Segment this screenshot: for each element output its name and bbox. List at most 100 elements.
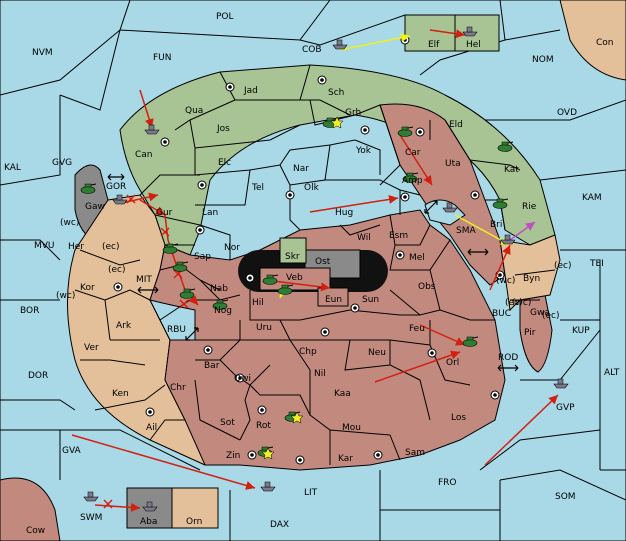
- label-LIT: LIT: [304, 488, 318, 498]
- fleet-icon[interactable]: [500, 234, 516, 245]
- label-Amp: Amp: [402, 176, 423, 186]
- supply-centers: [113, 35, 505, 465]
- label-Mou: Mou: [342, 423, 361, 433]
- label-Mel: Mel: [409, 253, 425, 263]
- territory-Cow[interactable]: [0, 477, 61, 541]
- supply-center-dot: [248, 276, 252, 280]
- label-ec5: (ec): [542, 311, 560, 321]
- label-Grh: Grh: [345, 108, 361, 118]
- label-NVM: NVM: [32, 48, 53, 58]
- label-SWM: SWM: [80, 513, 102, 523]
- label-Ken: Ken: [112, 389, 129, 399]
- territory-Eun[interactable]: [317, 287, 349, 307]
- fleet-icon[interactable]: [462, 26, 478, 37]
- label-FRO: FRO: [438, 478, 457, 488]
- supply-center-dot: [363, 128, 367, 132]
- army-icon[interactable]: [80, 183, 97, 194]
- label-SMA: SMA: [456, 226, 476, 236]
- label-Ark: Ark: [116, 321, 132, 331]
- label-ALT: ALT: [604, 368, 620, 378]
- army-icon[interactable]: [492, 198, 509, 209]
- label-MIT: MIT: [136, 275, 152, 285]
- label-Wil: Wil: [357, 233, 371, 243]
- supply-center-dot: [376, 453, 380, 457]
- army-icon[interactable]: [212, 299, 229, 310]
- fleet-icon[interactable]: [144, 124, 160, 135]
- label-FUN: FUN: [153, 53, 172, 63]
- supply-center-dot: [298, 458, 302, 462]
- label-Sun: Sun: [362, 295, 379, 305]
- territory-Skr[interactable]: [279, 237, 307, 264]
- label-Elc: Elc: [218, 158, 231, 168]
- supply-center-dot: [250, 453, 254, 457]
- label-Rie: Rie: [522, 202, 537, 212]
- label-OVD: OVD: [557, 108, 577, 118]
- label-KAL: KAL: [4, 163, 21, 173]
- label-Olk: Olk: [304, 183, 320, 193]
- label-POL: POL: [216, 12, 234, 22]
- territory-Veb[interactable]: [259, 267, 331, 291]
- supply-center-dot: [260, 408, 264, 412]
- label-Hel: Hel: [466, 40, 481, 50]
- supply-center-dot: [493, 393, 497, 397]
- region-green: [119, 64, 556, 256]
- army-icon[interactable]: [172, 261, 189, 272]
- supply-center-dot: [238, 376, 242, 380]
- label-Cow: Cow: [26, 526, 45, 536]
- label-Jos: Jos: [216, 124, 230, 134]
- fleet-icon[interactable]: [553, 378, 569, 389]
- label-Elf: Elf: [428, 40, 440, 50]
- label-Byn: Byn: [523, 274, 540, 284]
- label-Ost: Ost: [315, 257, 331, 267]
- fleet-icon[interactable]: [442, 202, 458, 213]
- cut-mark: [103, 499, 113, 509]
- arrow-5: [309, 194, 399, 213]
- army-icon[interactable]: [402, 172, 419, 183]
- passage-arrow: [107, 173, 125, 181]
- fleet-icon[interactable]: [332, 39, 348, 50]
- label-Nar: Nar: [293, 164, 309, 174]
- label-Gwa: Gwa: [530, 308, 550, 318]
- label-Kor: Kor: [80, 283, 95, 293]
- sea-SMA: [424, 199, 466, 226]
- label-Uta: Uta: [445, 159, 461, 169]
- label-wc2: (wc): [56, 291, 75, 301]
- fleet-icon[interactable]: [260, 481, 276, 492]
- label-Hil: Hil: [252, 298, 264, 308]
- army-icon[interactable]: [497, 141, 514, 152]
- label-NOM: NOM: [532, 55, 554, 65]
- label-Nog: Nog: [214, 306, 232, 316]
- label-COB: COB: [302, 45, 322, 55]
- cut-mark: [179, 299, 189, 309]
- fleet-icon[interactable]: [142, 501, 158, 512]
- supply-center-dot: [398, 253, 402, 257]
- label-Bar: Bar: [204, 361, 220, 371]
- fleet-icon[interactable]: [83, 491, 99, 502]
- label-Eld: Eld: [449, 120, 463, 130]
- fleet-icon[interactable]: [112, 194, 128, 205]
- territory-Pir[interactable]: [519, 294, 553, 373]
- passage-markers: [107, 173, 519, 372]
- label-Esm: Esm: [389, 231, 408, 241]
- units: [80, 26, 569, 512]
- arrow-1: [339, 33, 411, 51]
- label-Skr: Skr: [285, 252, 300, 262]
- label-ec1: (ec): [102, 242, 120, 252]
- army-icon[interactable]: [277, 284, 294, 295]
- supply-center-dot: [163, 140, 167, 144]
- label-Zin: Zin: [226, 451, 240, 461]
- army-icon[interactable]: [179, 288, 196, 299]
- arrow-18: [94, 502, 141, 512]
- army-icon[interactable]: [397, 126, 414, 137]
- army-icon[interactable]: [262, 274, 279, 285]
- label-Obs: Obs: [418, 282, 436, 292]
- star-icon: [290, 411, 304, 424]
- label-Can: Can: [135, 150, 153, 160]
- label-Qua: Qua: [185, 106, 203, 116]
- army-icon[interactable]: [462, 336, 479, 347]
- label-BOR: BOR: [20, 306, 39, 316]
- army-icon[interactable]: [162, 243, 179, 254]
- territory-Orn[interactable]: [171, 487, 219, 529]
